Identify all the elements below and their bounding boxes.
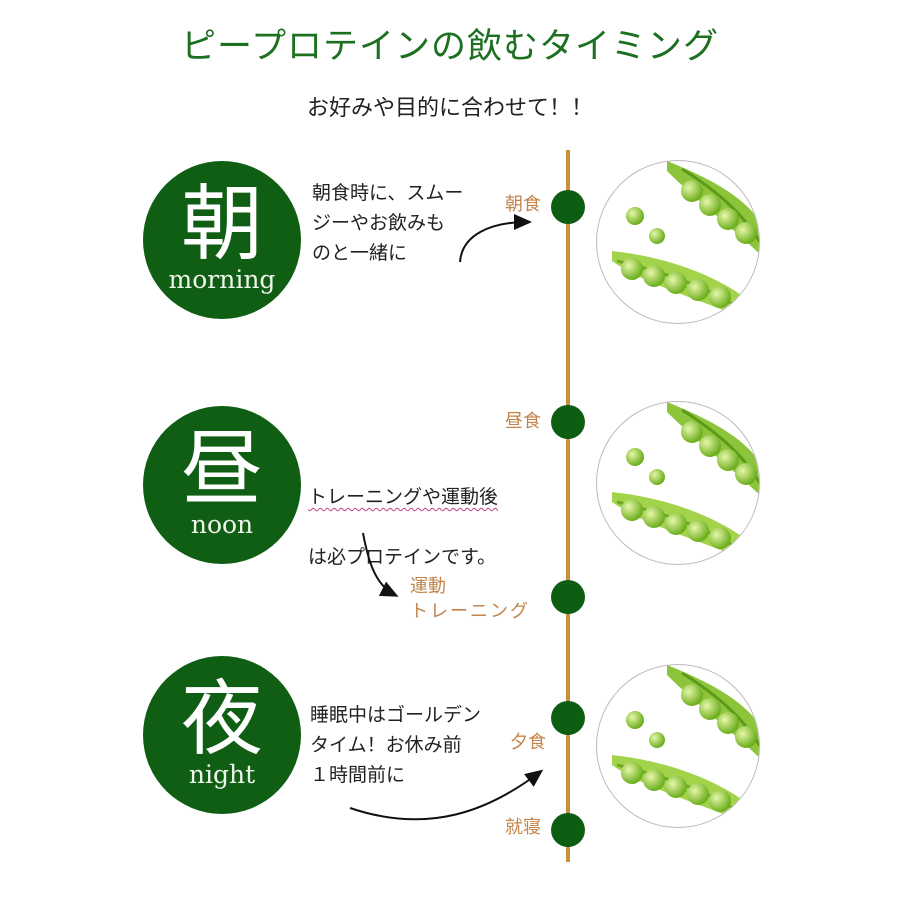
arrow-morning [459,214,532,263]
label-dinner: 夕食 [510,732,546,753]
label-lunch: 昼食 [505,411,541,432]
noon-kanji: 昼 [180,422,263,517]
noon-description-line2: は必プロテインです。 [308,546,497,568]
arrow-night [349,769,544,821]
label-exercise-2: トレーニング [410,601,530,622]
night-english: night [188,760,256,789]
page-subtitle: お好みや目的に合わせて！！ [306,96,593,121]
pea-image-3 [596,664,760,828]
timeline-dot-bedtime [551,813,585,847]
timeline-dot-lunch [551,405,585,439]
pea-image-2 [596,401,760,565]
arrow-noon [362,532,399,597]
morning-english: morning [168,265,276,294]
noon-badge: 昼 noon [143,406,301,564]
page-title: ピープロテインの飲むタイミング [181,27,719,67]
timeline-dot-dinner [551,701,585,735]
night-description: 睡眠中はゴールデン タイム！お休み前 １時間前に [310,704,482,786]
noon-description-line1: トレーニングや運動後 [308,486,499,508]
pea-image-1 [596,160,760,324]
morning-badge: 朝 morning [143,161,301,319]
morning-description: 朝食時に、スムー ジーやお飲みも のと一緒に [312,182,464,264]
label-bedtime: 就寝 [505,817,541,838]
morning-kanji: 朝 [180,177,263,272]
label-exercise-1: 運動 [410,576,446,597]
timeline-dot-breakfast [551,190,585,224]
timeline-dot-exercise [551,580,585,614]
label-breakfast: 朝食 [505,194,541,215]
noon-english: noon [190,510,254,539]
timeline-line [566,150,570,862]
noon-description: トレーニングや運動後 は必プロテインです。 [308,452,498,602]
night-kanji: 夜 [180,672,263,767]
night-badge: 夜 night [143,656,301,814]
